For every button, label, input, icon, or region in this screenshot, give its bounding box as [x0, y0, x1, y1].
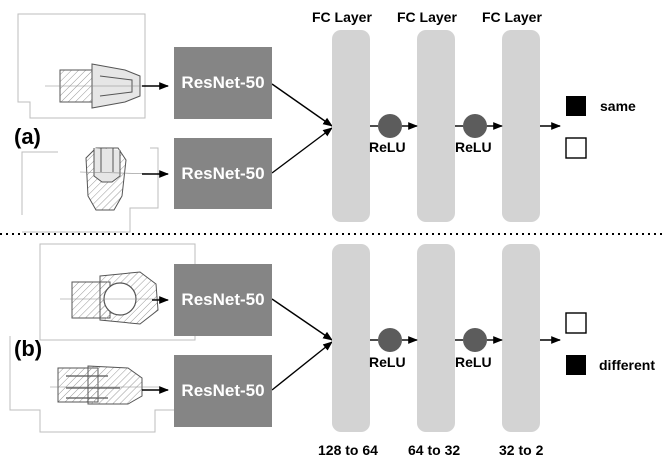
resnet-box-b-1: ResNet-50: [174, 264, 272, 336]
fc-layer-a-3: [502, 30, 540, 222]
resnet-label: ResNet-50: [181, 73, 265, 92]
relu-node-a-1: [378, 114, 402, 138]
arrow-resnet-b2-fc: [271, 341, 333, 391]
relu-label-b-2: ReLU: [455, 354, 492, 370]
fc-layer-a-1: [332, 30, 370, 222]
output-node-b-same: [565, 312, 587, 334]
resnet-box-a-1: ResNet-50: [174, 47, 272, 119]
output-node-a-different: [565, 137, 587, 159]
fc-layer-b-2: [417, 244, 455, 432]
fc-layer-b-1: [332, 244, 370, 432]
resnet-label: ResNet-50: [181, 381, 265, 400]
drawing-a-bottom: [21, 147, 163, 233]
drawing-b-top: [39, 243, 196, 341]
output-node-b-different: [566, 355, 586, 375]
relu-node-b-1: [378, 328, 402, 352]
panel-label-a: (a): [14, 124, 41, 149]
drawing-b-bottom: [9, 336, 196, 433]
fc-layer-title-3: FC Layer: [482, 9, 542, 25]
fc-layer-title-2: FC Layer: [397, 9, 457, 25]
merge-arrows: [271, 83, 333, 391]
drawing-a-top: [17, 13, 150, 119]
input-arrows: [142, 82, 169, 394]
fc-layer-a-2: [417, 30, 455, 222]
fc-layer-title-1: FC Layer: [312, 9, 372, 25]
dimension-label-3: 32 to 2: [499, 442, 544, 458]
relu-label-a-2: ReLU: [455, 139, 492, 155]
dimension-label-2: 64 to 32: [408, 442, 461, 458]
resnet-box-a-2: ResNet-50: [174, 138, 272, 209]
resnet-label: ResNet-50: [181, 163, 265, 183]
output-node-a-same: [566, 96, 586, 116]
output-label-same: same: [600, 98, 636, 114]
relu-node-a-2: [463, 114, 487, 138]
fc-layer-b-3: [502, 244, 540, 432]
panel-label-b: (b): [14, 336, 43, 361]
relu-label-b-1: ReLU: [369, 354, 406, 370]
relu-label-a-1: ReLU: [369, 139, 406, 155]
arrow-resnet-a2-fc: [271, 127, 333, 174]
resnet-box-b-2: ResNet-50: [174, 355, 272, 427]
output-label-different: different: [599, 357, 655, 373]
arrow-resnet-b1-fc: [271, 298, 333, 341]
dimension-label-1: 128 to 64: [318, 442, 378, 458]
relu-node-b-2: [463, 328, 487, 352]
relu-connectors: [370, 122, 503, 344]
resnet-label: ResNet-50: [181, 290, 265, 309]
arrow-resnet-a1-fc: [271, 83, 333, 127]
